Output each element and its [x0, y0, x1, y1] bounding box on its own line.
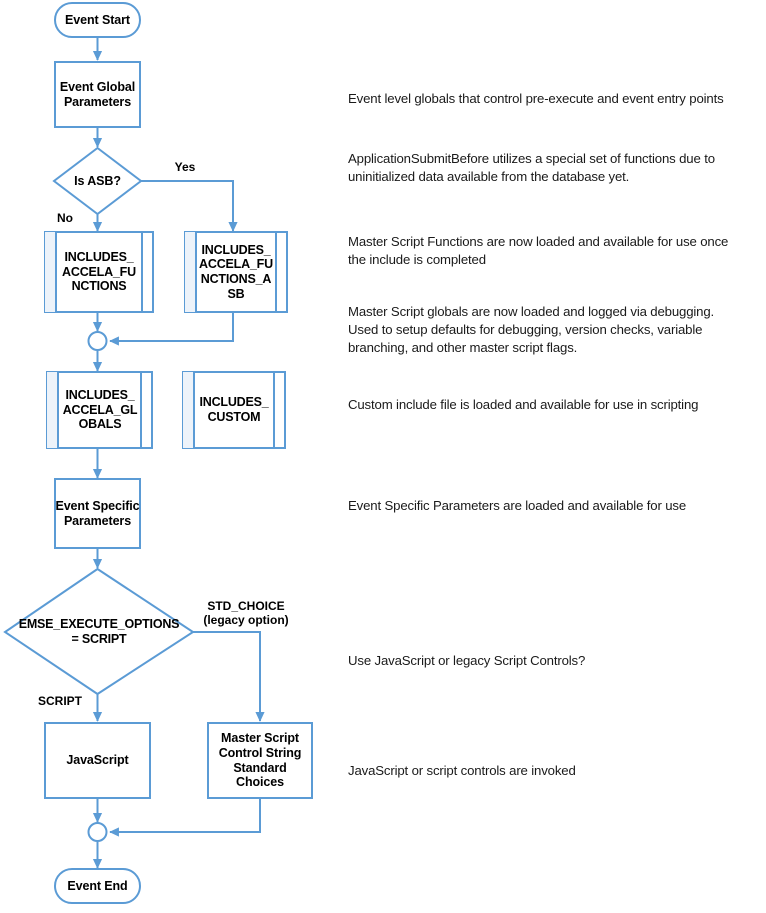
annotation-master-functions: Master Script Functions are now loaded a… — [348, 234, 729, 268]
annotation-master-globals: Master Script globals are now loaded and… — [348, 304, 715, 356]
node-javascript-shape[interactable] — [44, 722, 151, 799]
node-includes-functions-asb-shape[interactable] — [184, 231, 288, 313]
node-emse-execute-options-shape[interactable] — [3, 567, 195, 696]
edge-asb-to-merge — [109, 312, 234, 346]
edge-master-script-to-merge-bottom — [109, 798, 261, 837]
node-is-asb-shape[interactable] — [52, 146, 143, 216]
annotation-invoked: JavaScript or script controls are invoke… — [348, 763, 576, 778]
node-event-specific-params-shape[interactable] — [54, 478, 141, 549]
edge-yes-to-functions-asb — [141, 180, 238, 232]
node-merge-top-shape[interactable] — [87, 331, 108, 351]
node-master-script-control-shape[interactable] — [207, 722, 313, 799]
node-event-global-params-shape[interactable] — [54, 61, 141, 128]
annotation-script-choice: Use JavaScript or legacy Script Controls… — [348, 653, 586, 668]
connector-group — [92, 37, 265, 869]
annotation-event-specific: Event Specific Parameters are loaded and… — [348, 498, 687, 513]
node-event-end-shape[interactable] — [54, 868, 141, 904]
annotation-custom-include: Custom include file is loaded and availa… — [348, 397, 699, 412]
node-includes-functions-shape[interactable] — [44, 231, 154, 313]
node-includes-globals-shape[interactable] — [46, 371, 153, 449]
edge-stdchoice-to-master-script — [193, 631, 265, 722]
node-includes-custom-shape[interactable] — [182, 371, 286, 449]
node-merge-bottom-shape[interactable] — [87, 822, 108, 842]
node-event-start-shape[interactable] — [54, 2, 141, 38]
annotation-event-globals: Event level globals that control pre-exe… — [348, 91, 724, 106]
annotation-asb: ApplicationSubmitBefore utilizes a speci… — [348, 151, 715, 185]
